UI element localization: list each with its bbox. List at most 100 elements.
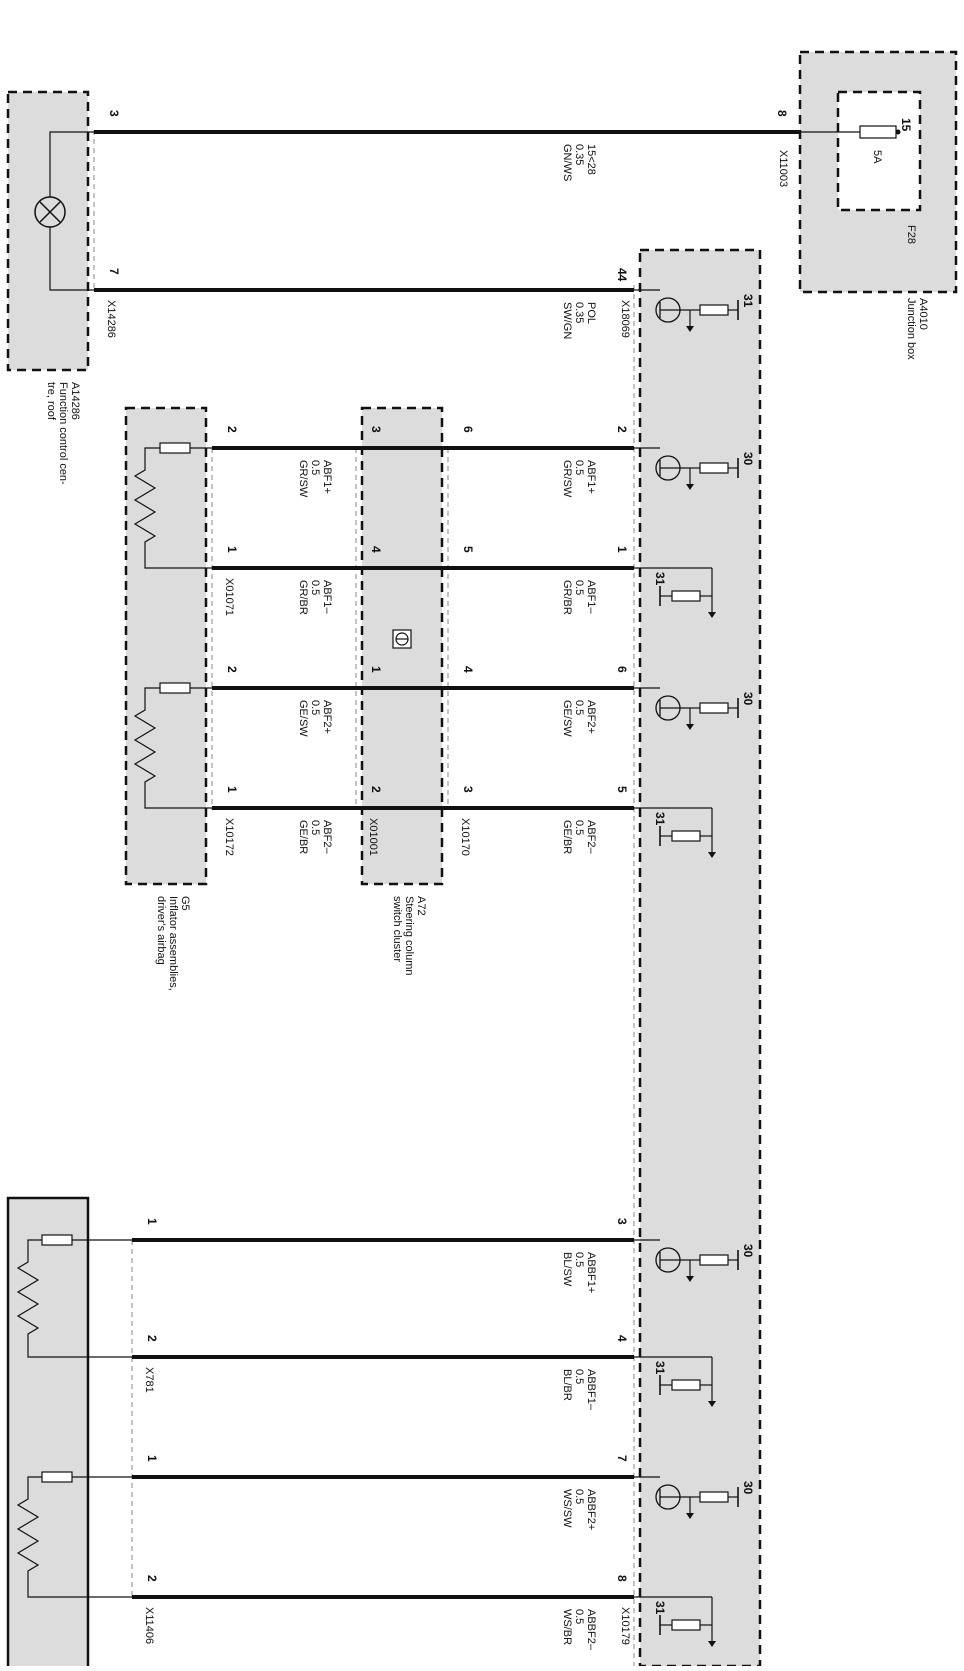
wire-signal-w2: POL [585,302,597,324]
fcc-name-2: tre, roof [45,382,57,421]
connector-x10170: X10170 [459,818,471,856]
wire-color2-w6: GE/BR [297,820,309,854]
a72-id: A72 [415,896,427,916]
resistor-abf2-icon [133,682,212,809]
lamp-icon [34,196,66,228]
pin-left-w5: 2 [225,666,239,673]
pin-left-w1: 3 [107,110,121,117]
a72-name-2: switch cluster [391,896,403,962]
pin-left-w4: 1 [225,546,239,553]
wire-color-w1: GN/WS [561,144,573,181]
ground-icon [634,1596,716,1647]
transistor-icon [634,447,739,490]
wire-color-w5: GE/SW [561,700,573,737]
transistor-icon [634,1239,739,1282]
terminal-label: 31 [653,1361,667,1375]
wire-color-w10: WS/BR [561,1609,573,1645]
fuse-rating: 5A [871,150,883,164]
pin-mid-r-w6: 3 [461,786,475,793]
a72-name-1: Steering column [403,896,415,976]
terminal-label: 30 [741,1481,755,1495]
ground-icon [634,1356,716,1407]
pin-left-w9: 1 [145,1455,159,1462]
wire-color2-w5: GE/SW [297,700,309,737]
pin-left-w7: 1 [145,1218,159,1225]
wire-signal-w6: ABF2– [585,820,597,855]
pin-right-w8: 4 [615,1335,629,1342]
pin-right-w10: 8 [615,1575,629,1582]
pin-left-w8: 2 [145,1335,159,1342]
g5-name-2: driver's airbag [155,896,167,965]
junction-box-id: A4010 [917,298,929,330]
transistor-icon [634,289,739,332]
wire-color2-w4: GR/BR [297,580,309,615]
pin-right-w7: 3 [615,1218,629,1225]
wire-color-w7: BL/SW [561,1252,573,1287]
connector-x01001: X01001 [367,818,379,856]
wire-signal-w1: 15<28 [585,144,597,175]
wire-gauge2-w5: 0.5 [309,700,321,715]
pin-mid-l-w3: 3 [369,426,383,433]
terminal-label: 31 [653,1601,667,1615]
resistor-abbf1-icon [16,1234,132,1358]
resistor-abf1-icon [133,442,212,569]
ground-icon [634,807,716,858]
pin-mid-r-w5: 4 [461,666,475,673]
wire-gauge-w6: 0.5 [573,820,585,835]
pin-right-w9: 7 [615,1455,629,1462]
connector-x14286: X14286 [105,300,117,338]
passenger-airbag-inflator-box [6,1196,90,1670]
pin-right-w3: 2 [615,426,629,433]
wire-gauge-w3: 0.5 [573,460,585,475]
pin-mid-l-w5: 1 [369,666,383,673]
wire-gauge-w5: 0.5 [573,700,585,715]
pin-mid-l-w4: 4 [369,546,383,553]
ground-icon [634,567,716,618]
wire-color-w9: WS/SW [561,1489,573,1528]
wire-color2-w3: GR/SW [297,460,309,498]
wire-color-w4: GR/BR [561,580,573,615]
wire-color-w8: BL/BR [561,1369,573,1401]
wire-gauge2-w3: 0.5 [309,460,321,475]
pin-right-w5: 6 [615,666,629,673]
wire-signal-w10: ABBF2– [585,1609,597,1651]
g5-name-1: Inflator assemblies, [167,896,179,991]
fuse-pin: 15 [899,118,913,132]
g5-id: G5 [179,896,191,911]
pin-right-w6: 5 [615,786,629,793]
airbag-control-unit-box [638,248,762,1668]
wire-signal2-w4: ABF1– [321,580,333,615]
fuse-id: F28 [905,225,917,244]
pin-mid-r-w3: 6 [461,426,475,433]
wire-gauge2-w4: 0.5 [309,580,321,595]
connector-x10179: X10179 [619,1607,631,1645]
terminal-label: 30 [741,452,755,466]
wire-signal2-w6: ABF2– [321,820,333,855]
pin-right-w2: 44 [615,268,629,282]
pin-right-w4: 1 [615,546,629,553]
terminal-label: 31 [653,812,667,826]
wire-gauge2-w6: 0.5 [309,820,321,835]
wire-color-w2: SW/GN [561,302,573,339]
pin-mid-l-w6: 2 [369,786,383,793]
resistor-abbf2-icon [16,1471,132,1598]
pin-mid-r-w4: 5 [461,546,475,553]
connector-x781: X781 [143,1367,155,1393]
wire-gauge-w1: 0.35 [573,144,585,165]
terminal-label: 30 [741,1244,755,1258]
driver-airbag-inflator-box [124,406,208,886]
wire-signal-w9: ABBF2+ [585,1489,597,1530]
wire-signal2-w5: ABF2+ [321,700,333,734]
transistor-icon [634,1476,739,1519]
wire-gauge-w10: 0.5 [573,1609,585,1624]
junction-box-name: Junction box [905,298,917,360]
connector-x10172: X10172 [223,818,235,856]
wire-signal-w8: ABBF1– [585,1369,597,1411]
terminal-label: 31 [741,294,755,308]
wire-gauge-w2: 0.35 [573,302,585,323]
wire-signal2-w3: ABF1+ [321,460,333,494]
